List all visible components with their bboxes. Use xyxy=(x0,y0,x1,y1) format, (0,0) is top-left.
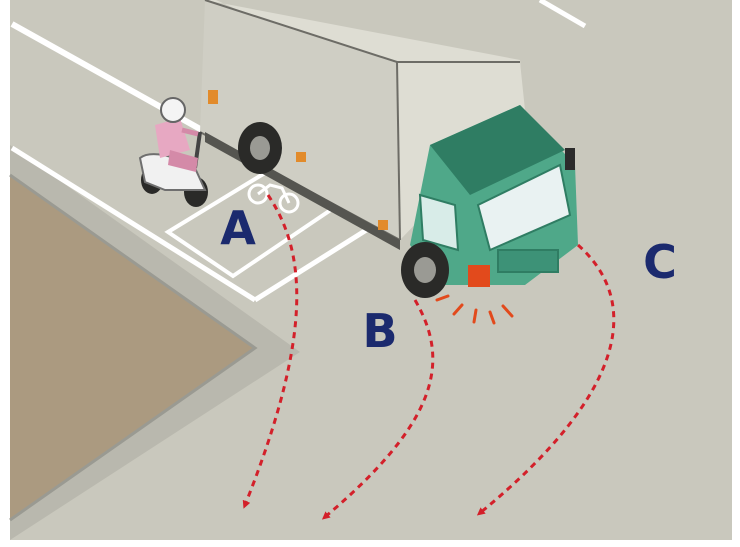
truck-front-turn-signal xyxy=(468,265,490,287)
side-marker-light-front xyxy=(378,220,388,230)
truck-side-window xyxy=(418,193,460,252)
path-arrow-b xyxy=(321,299,435,520)
rider-jacket xyxy=(155,118,190,158)
field-corner xyxy=(10,175,255,520)
path-arrow-c xyxy=(476,243,616,516)
label-a: A xyxy=(220,201,256,255)
side-marker-light xyxy=(296,152,306,162)
field-edge xyxy=(9,173,258,522)
rear-marker-light xyxy=(208,90,218,104)
truck-side-mirror xyxy=(565,148,575,170)
label-b: B xyxy=(362,304,397,358)
rider-arm xyxy=(181,127,199,137)
rider-helmet xyxy=(160,97,186,123)
truck-grille xyxy=(497,249,559,273)
truck xyxy=(199,0,578,298)
scooter-rider xyxy=(138,97,208,207)
path-arrow-a xyxy=(242,194,299,509)
truck-cab-roof xyxy=(430,105,565,195)
truck-windshield xyxy=(476,163,572,252)
turn-signal-flash-icon xyxy=(435,294,514,325)
label-c: C xyxy=(643,235,677,289)
lane-line-far xyxy=(538,0,587,29)
rider-legs xyxy=(168,150,198,172)
truck-box-side xyxy=(200,0,400,240)
lane-line-curb xyxy=(10,145,257,303)
motorcycle-lane-marking-icon xyxy=(247,183,300,214)
